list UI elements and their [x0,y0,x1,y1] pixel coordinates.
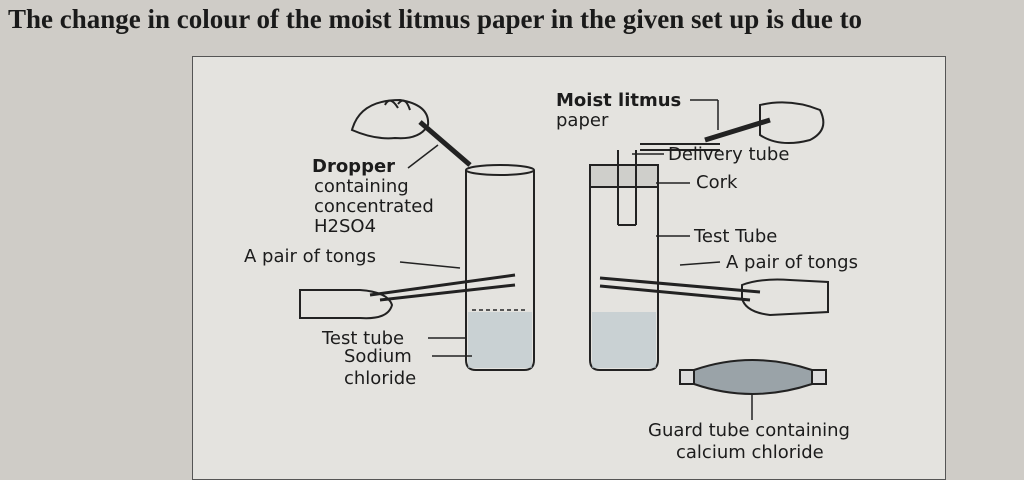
label-tongs-left: A pair of tongs [244,246,376,267]
label-sodium: Sodium [344,346,412,367]
right-hand-icon [741,278,829,317]
label-concentrated: concentrated [314,196,434,217]
label-dropper: Dropper [312,156,395,177]
guard-tube-icon [679,359,827,420]
left-hand-icon [299,289,394,320]
right-test-tube [589,143,720,371]
left-tongs-icon [369,273,516,302]
label-delivery: Delivery tube [668,144,789,165]
label-containing: containing [314,176,409,197]
dropper-hand-icon [350,98,472,167]
left-test-tube [465,164,535,371]
label-tongs-right: A pair of tongs [726,252,858,273]
question-text: The change in colour of the moist litmus… [8,4,863,34]
label-cork: Cork [696,172,738,193]
label-chloride: chloride [344,368,416,389]
label-paper: paper [556,110,609,131]
label-h2so4: H2SO4 [314,216,376,237]
diagram-panel [192,56,946,480]
sodium-chloride-left [468,312,532,368]
label-guard2: calcium chloride [676,442,824,463]
leader-lines [399,99,721,357]
label-moist: Moist litmus [556,90,681,111]
litmus-hand-icon [704,101,825,145]
label-test-tube-left: Test tube [321,328,404,349]
label-guard1: Guard tube containing [648,420,850,441]
label-test-tube-right: Test Tube [693,226,777,247]
sodium-chloride-right [592,312,656,368]
right-tongs-icon [599,276,761,302]
